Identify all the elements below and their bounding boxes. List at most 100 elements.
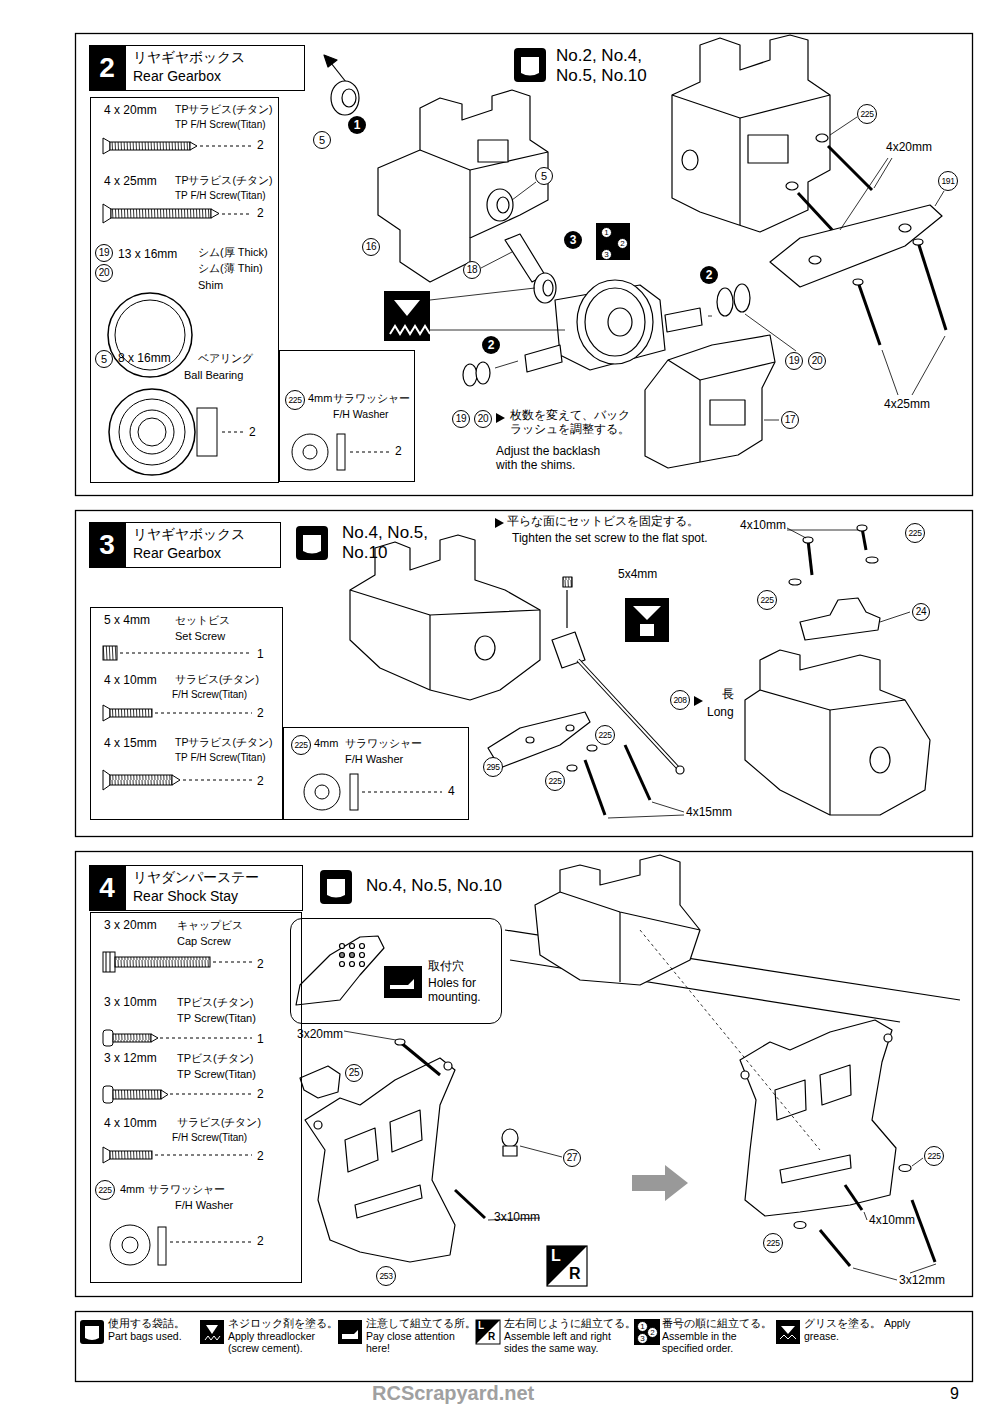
leader-line	[830, 117, 857, 135]
label-text: 8 x 16mm	[118, 352, 171, 366]
leader-line	[912, 336, 945, 395]
leader-line	[910, 1264, 936, 1273]
instruction-icon	[384, 966, 422, 998]
bag-icon	[514, 48, 546, 82]
gearbox-drawing	[296, 936, 384, 1005]
quantity-dashes	[120, 653, 252, 654]
gearbox-drawing	[296, 35, 960, 1266]
parts-drawing	[115, 957, 210, 967]
label-text: TPビス(チタン)	[177, 996, 253, 1009]
gearbox-drawing	[502, 1129, 518, 1147]
label-text: 2	[257, 1088, 264, 1102]
quantity-dashes	[350, 452, 390, 453]
label-text: 2	[257, 207, 264, 221]
label-text: 3x20mm	[297, 1028, 343, 1042]
leader-line	[787, 530, 858, 531]
label-text: 5x4mm	[618, 568, 657, 582]
bag-icon	[296, 526, 328, 560]
parts-drawing	[110, 952, 111, 972]
label-text: 4x25mm	[884, 398, 930, 412]
instruction-icon	[206, 1325, 218, 1334]
gearbox-drawing	[340, 953, 345, 958]
gearbox-drawing	[625, 745, 650, 800]
gearbox-drawing	[866, 557, 878, 563]
gearbox-drawing	[585, 760, 605, 815]
instruction-icon	[390, 326, 430, 334]
label-text: 4x15mm	[686, 806, 732, 820]
step-title-number: 2	[89, 54, 125, 82]
gearbox-drawing	[378, 90, 548, 282]
label-text: F/H Washer	[333, 408, 389, 420]
pointer-triangle	[496, 413, 505, 423]
gearbox-drawing	[672, 95, 830, 118]
section-frame	[76, 34, 973, 496]
parts-drawing	[110, 142, 190, 150]
instruction-icon	[80, 1320, 104, 1344]
parts-drawing	[337, 434, 345, 470]
quantity-dashes	[362, 792, 442, 793]
gearbox-drawing	[739, 118, 740, 225]
gearbox-drawing	[870, 747, 890, 773]
label-text: セットビス	[175, 614, 230, 627]
leader-line	[344, 1031, 396, 1040]
parts-drawing	[292, 434, 328, 470]
gearbox-drawing	[535, 855, 700, 985]
label-text: 1	[257, 1033, 264, 1047]
gearbox-drawing	[912, 1200, 935, 1262]
gearbox-drawing	[525, 345, 562, 372]
label-text: F/H Screw(Titan)	[172, 689, 247, 701]
label-text: TP F/H Screw(Titan)	[175, 752, 266, 764]
order-number: 2	[617, 238, 628, 249]
label-text: 4	[448, 785, 455, 799]
legend-text: 左右同じように組立てる。 Assemble left and right sid…	[504, 1317, 630, 1355]
label-text: Shim	[198, 279, 223, 292]
pointer-triangle	[694, 696, 703, 706]
quantity-dashes	[120, 146, 442, 1242]
instruction-icon	[547, 1246, 587, 1286]
label-text: TP Screw(Titan)	[177, 1012, 256, 1025]
label-text: No.4, No.5, No.10	[342, 523, 447, 562]
side-letter: L	[551, 1248, 561, 1264]
gearbox-drawing	[775, 1080, 806, 1120]
leader-line	[481, 252, 512, 268]
instruction-icon	[476, 1320, 500, 1344]
label-text: 枚数を変えて、バックラッシュを調整する。	[510, 409, 634, 437]
bag-icon	[303, 535, 321, 554]
parts-drawing	[106, 952, 107, 972]
callout-number: 5	[313, 131, 331, 149]
label-text: F/H Screw(Titan)	[172, 1132, 247, 1144]
instruction-icon	[776, 1320, 800, 1344]
section-frame	[76, 511, 973, 837]
leader-line	[882, 350, 898, 395]
pointer-triangle	[495, 518, 504, 528]
label-text: キャップビス	[177, 919, 243, 932]
gearbox-drawing	[699, 380, 700, 462]
parts-drawing	[113, 1034, 151, 1042]
label-text: 13 x 16mm	[118, 248, 177, 262]
label-text: F/H Washer	[345, 753, 403, 766]
label-text: TPサラビス(チタン)	[175, 174, 272, 186]
callout-number: 225	[545, 771, 565, 791]
gearbox-drawing	[608, 308, 632, 336]
parts-drawing	[103, 1086, 113, 1103]
gearbox-drawing	[745, 650, 930, 815]
instruction-icon	[633, 606, 661, 620]
parts-drawing	[111, 209, 211, 218]
gearbox-drawing	[828, 146, 872, 190]
callout-number: 24	[912, 603, 930, 621]
label-text: 取付穴	[428, 960, 464, 974]
label-text: 4 x 10mm	[104, 1117, 157, 1131]
gearbox-drawing	[355, 1185, 422, 1218]
callout-number: 225	[757, 590, 777, 610]
callout-number: 16	[362, 238, 380, 256]
gearbox-drawing	[820, 1230, 850, 1266]
label-text: サラワッシャー	[345, 737, 422, 750]
gearbox-drawing	[560, 892, 700, 930]
step-number: 3	[564, 231, 582, 249]
parts-drawing	[103, 138, 358, 1265]
gearbox-drawing	[390, 1110, 422, 1152]
gearbox-drawing	[350, 590, 540, 615]
label-text: ベアリング	[198, 352, 253, 365]
label-text: 2	[257, 707, 264, 721]
gearbox-drawing	[741, 1071, 749, 1079]
